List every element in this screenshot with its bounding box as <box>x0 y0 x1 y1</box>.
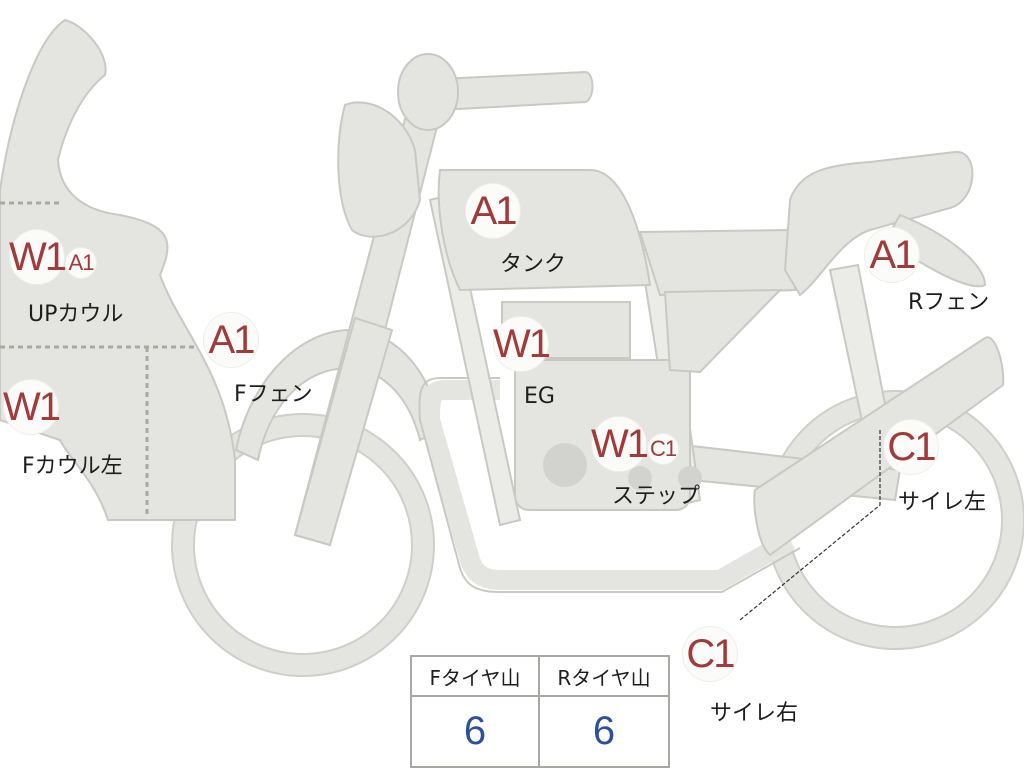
tire-tread-table: Fタイヤ山 Rタイヤ山 6 6 <box>410 655 670 768</box>
front-tire-header: Fタイヤ山 <box>412 657 540 697</box>
rear-tire-header: Rタイヤ山 <box>540 657 668 697</box>
step-label: ステップ <box>612 484 701 509</box>
upcowl-w1-marker: W1 <box>9 230 67 284</box>
sidecover-left-label: サイレ左 <box>898 490 987 515</box>
engine-label: EG <box>524 384 555 409</box>
engine-w1-marker: W1 <box>493 317 551 371</box>
rfender-label: Rフェン <box>908 290 990 315</box>
silencer-right-leader-line <box>739 430 881 621</box>
sidecover-left-c1-marker: C1 <box>884 420 938 474</box>
rear-frame-cover <box>663 288 783 374</box>
exhaust-pipe-outline <box>418 377 801 593</box>
sidecover-right-label: サイレ右 <box>710 701 799 726</box>
rfender-a1-marker: A1 <box>865 228 919 282</box>
step-w1-marker: W1 <box>591 417 649 471</box>
silencer-shape <box>753 336 1005 557</box>
ffender-label: Fフェン <box>234 382 313 407</box>
sidecover-right-c1-marker: C1 <box>683 627 737 681</box>
fork-lower-shape <box>293 316 394 547</box>
exhaust-pipe-shape <box>419 380 795 590</box>
headlight-shape <box>397 53 459 131</box>
frame-cover-shape <box>638 228 797 297</box>
tank-a1-marker: A1 <box>466 184 520 238</box>
upcowl-a1-marker: A1 <box>66 248 96 278</box>
cowl-shape <box>0 18 236 521</box>
fcowl-left-label: Fカウル左 <box>22 454 123 479</box>
rear-tire-value: 6 <box>592 709 616 753</box>
ffender-a1-marker: A1 <box>204 313 258 367</box>
tank-label: タンク <box>500 252 567 277</box>
front-tire-value: 6 <box>412 697 540 766</box>
seat-shape <box>783 150 974 297</box>
front-wheel <box>171 413 435 677</box>
fcowl-w1-marker: W1 <box>3 380 61 434</box>
upcowl-label: UPカウル <box>28 302 124 327</box>
step-c1-marker: C1 <box>648 434 678 464</box>
meter-shape <box>337 101 422 238</box>
mirror-shape <box>418 70 594 112</box>
